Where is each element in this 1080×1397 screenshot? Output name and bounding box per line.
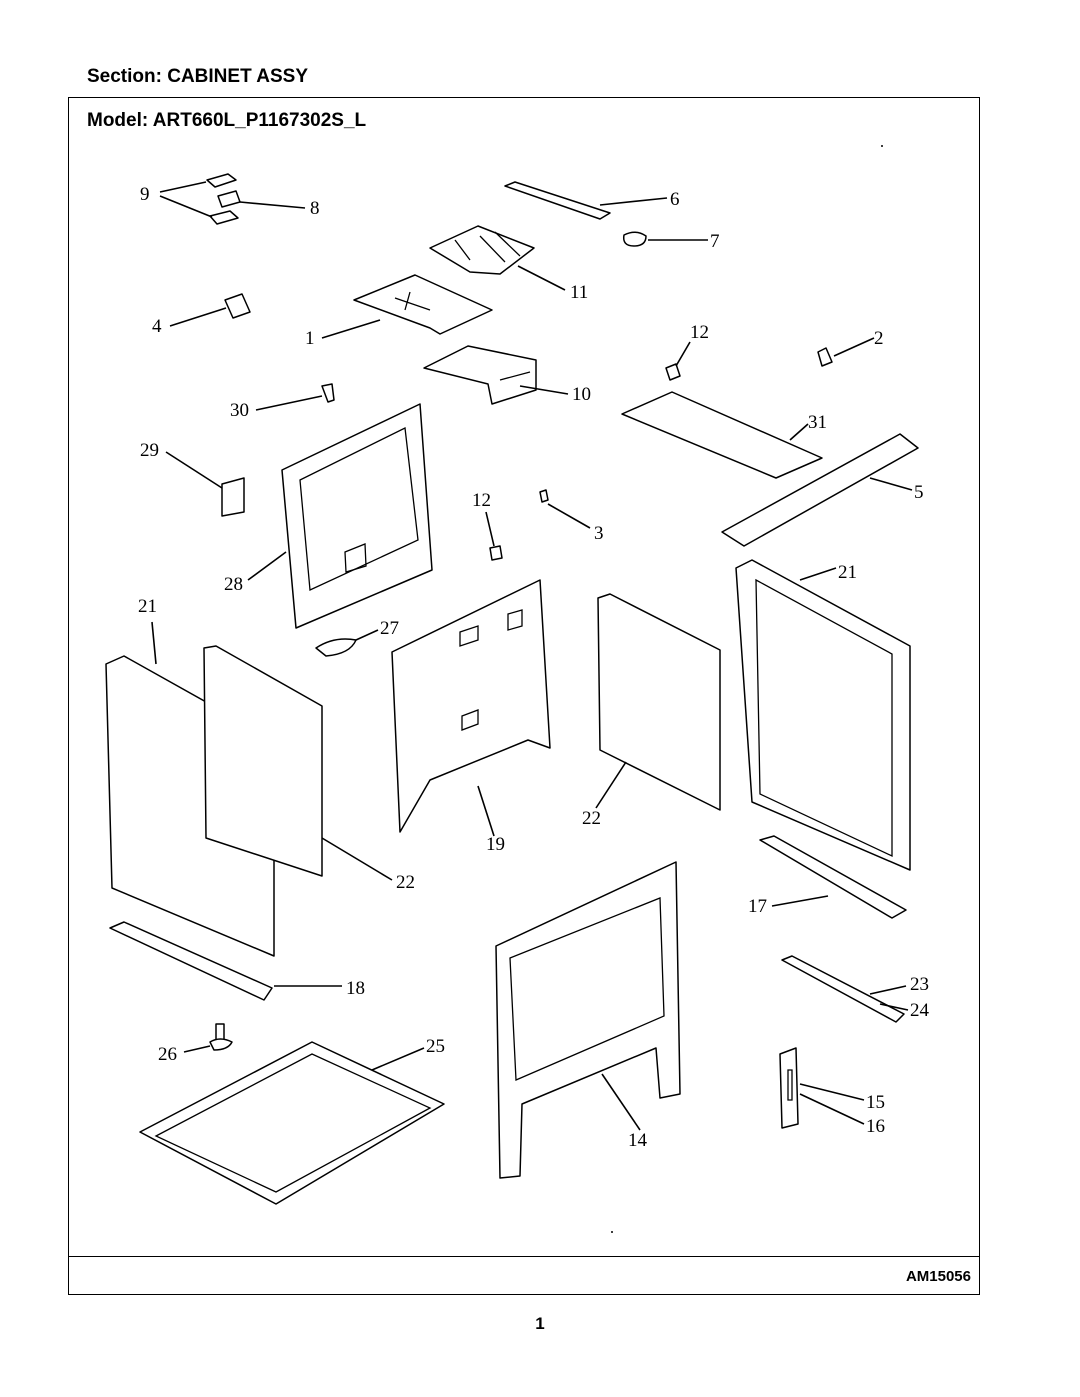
part-22-right-liner xyxy=(595,593,721,811)
callout-29: 29 xyxy=(140,440,159,461)
part-18-rail xyxy=(109,921,342,1001)
part-29-bracket xyxy=(165,451,245,517)
callout-16: 16 xyxy=(866,1116,885,1137)
callout-17: 17 xyxy=(748,896,767,917)
part-12-2-clips xyxy=(665,337,875,381)
part-9-8-brackets xyxy=(159,173,306,225)
callout-14: 14 xyxy=(628,1130,648,1151)
footer-divider xyxy=(69,1256,979,1257)
part-5-rail xyxy=(721,433,919,547)
callout-25: 25 xyxy=(426,1036,445,1057)
callout-12: 12 xyxy=(690,322,709,343)
callout-1: 1 xyxy=(305,328,315,349)
part-31-panel xyxy=(621,391,823,479)
part-25-tray xyxy=(139,1041,445,1205)
callout-labels: 9 8 6 7 11 4 1 12 2 30 10 31 29 5 12 3 28 21 27 21 22 19 22 17 1… xyxy=(138,184,930,1151)
callout-3: 3 xyxy=(594,523,604,544)
part-28-back-panel xyxy=(247,403,433,629)
speck-dot xyxy=(881,145,883,147)
callout-30: 30 xyxy=(230,400,249,421)
part-22-left-liner xyxy=(203,645,393,881)
part-14-front-frame xyxy=(495,861,681,1179)
diagram-frame: Model: ART660L_P1167302S_L AM15056 xyxy=(68,97,980,1295)
callout-2: 2 xyxy=(874,328,884,349)
part-4-bracket xyxy=(169,293,251,327)
callout-31: 31 xyxy=(808,412,827,433)
callout-9: 9 xyxy=(140,184,150,205)
part-30-screw xyxy=(255,383,335,411)
part-26-leveler xyxy=(183,1023,233,1053)
page-number: 1 xyxy=(535,1314,545,1333)
part-19-panel xyxy=(391,579,551,837)
callout-26: 26 xyxy=(158,1044,177,1065)
part-21-right-side xyxy=(735,559,911,871)
callout-18: 18 xyxy=(346,978,365,999)
speck-dot xyxy=(611,1231,613,1233)
callout-12: 12 xyxy=(472,490,491,511)
callout-21: 21 xyxy=(838,562,857,583)
part-27-clip xyxy=(315,629,379,657)
callout-11: 11 xyxy=(570,282,588,303)
callout-23: 23 xyxy=(910,974,929,995)
callout-28: 28 xyxy=(224,574,243,595)
part-10-bracket xyxy=(423,345,569,405)
callout-15: 15 xyxy=(866,1092,885,1113)
callout-7: 7 xyxy=(710,231,720,252)
callout-24: 24 xyxy=(910,1000,930,1021)
callout-4: 4 xyxy=(152,316,162,337)
part-23-24-strip xyxy=(781,955,909,1023)
callout-19: 19 xyxy=(486,834,505,855)
part-11-assembly xyxy=(429,225,566,291)
callout-27: 27 xyxy=(380,618,399,639)
callout-22: 22 xyxy=(396,872,415,893)
part-12-3-small xyxy=(485,489,591,561)
callout-10: 10 xyxy=(572,384,591,405)
diagram-id: AM15056 xyxy=(905,1268,971,1285)
section-title: Section: CABINET ASSY xyxy=(87,66,308,87)
part-6-strip xyxy=(504,181,668,220)
part-17-rail xyxy=(759,835,907,919)
callout-5: 5 xyxy=(914,482,924,503)
callout-21: 21 xyxy=(138,596,157,617)
part-1-plate xyxy=(321,274,493,339)
model-title: Model: ART660L_P1167302S_L xyxy=(87,110,367,131)
callout-22: 22 xyxy=(582,808,601,829)
callout-8: 8 xyxy=(310,198,320,219)
part-7-cap xyxy=(622,231,708,247)
callout-6: 6 xyxy=(670,189,680,210)
part-15-16-bracket xyxy=(779,1047,865,1129)
